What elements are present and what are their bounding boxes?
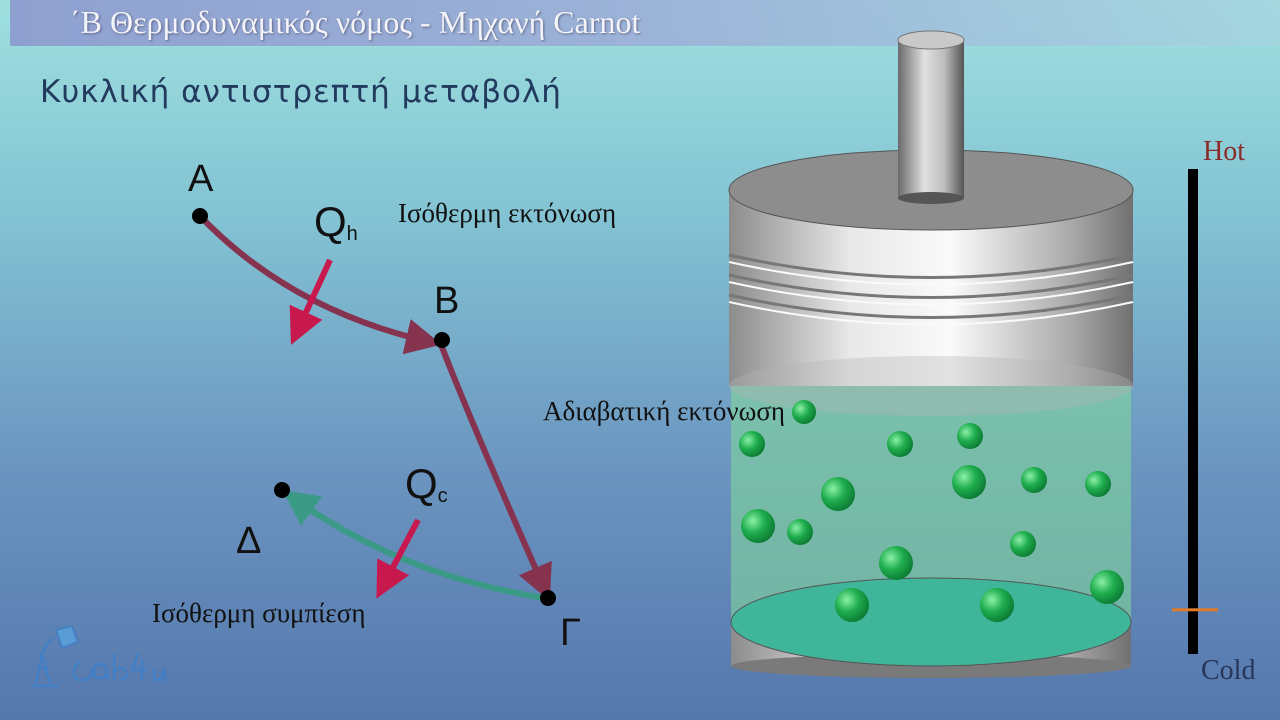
gas-particle <box>1085 471 1111 497</box>
gas-bottom-surface <box>730 577 1132 667</box>
heat-in-label: Qh <box>314 198 358 245</box>
gas-particle <box>1090 570 1124 604</box>
gas-particle <box>741 509 775 543</box>
thermometer-hot-label: Hot <box>1203 136 1245 167</box>
thermometer-bar <box>1188 169 1198 654</box>
adiabatic-expansion-path <box>437 340 552 601</box>
gas-particle <box>835 588 869 622</box>
point-g-label: Γ <box>560 612 581 654</box>
isothermal-expansion-path <box>197 213 442 355</box>
heat-in-arrow <box>289 258 333 345</box>
page-title: ΄Β Θερμοδυναμικός νόμος - Μηχανή Carnot <box>70 4 641 40</box>
gas-particle <box>739 431 765 457</box>
title-bar: ΄Β Θερμοδυναμικός νόμος - Μηχανή Carnot <box>10 0 1280 46</box>
gas-particle <box>957 423 983 449</box>
thermometer-level-marker <box>1172 608 1218 612</box>
gas-particle <box>821 477 855 511</box>
gas-particle <box>1010 531 1036 557</box>
point-a-label: A <box>188 158 214 200</box>
adiabatic-expansion-label: Αδιαβατική εκτόνωση <box>543 396 786 426</box>
point-b-dot <box>434 332 450 348</box>
gas-particle <box>1021 467 1047 493</box>
lab4u-logo <box>32 624 167 687</box>
piston-rod <box>897 30 965 204</box>
carnot-cycle-diagram <box>192 208 556 606</box>
gas-particle <box>980 588 1014 622</box>
heat-out-label: Qc <box>405 460 448 507</box>
point-d-label: Δ <box>236 520 262 562</box>
piston-head <box>728 149 1134 416</box>
point-a-dot <box>192 208 208 224</box>
gas-particle <box>887 431 913 457</box>
point-b-label: B <box>434 280 460 322</box>
gas-particle <box>787 519 813 545</box>
point-g-dot <box>540 590 556 606</box>
thermometer-cold-label: Cold <box>1201 655 1256 686</box>
gas-particle <box>879 546 913 580</box>
subtitle: Κυκλική αντιστρεπτή μεταβολή <box>40 74 562 110</box>
gas-particle <box>792 400 816 424</box>
heat-out-arrow <box>376 518 421 599</box>
isothermal-compression-label: Ισόθερμη συμπίεση <box>152 598 366 628</box>
gas-particle <box>952 465 986 499</box>
isothermal-expansion-label: Ισόθερμη εκτόνωση <box>398 198 617 228</box>
point-d-dot <box>274 482 290 498</box>
